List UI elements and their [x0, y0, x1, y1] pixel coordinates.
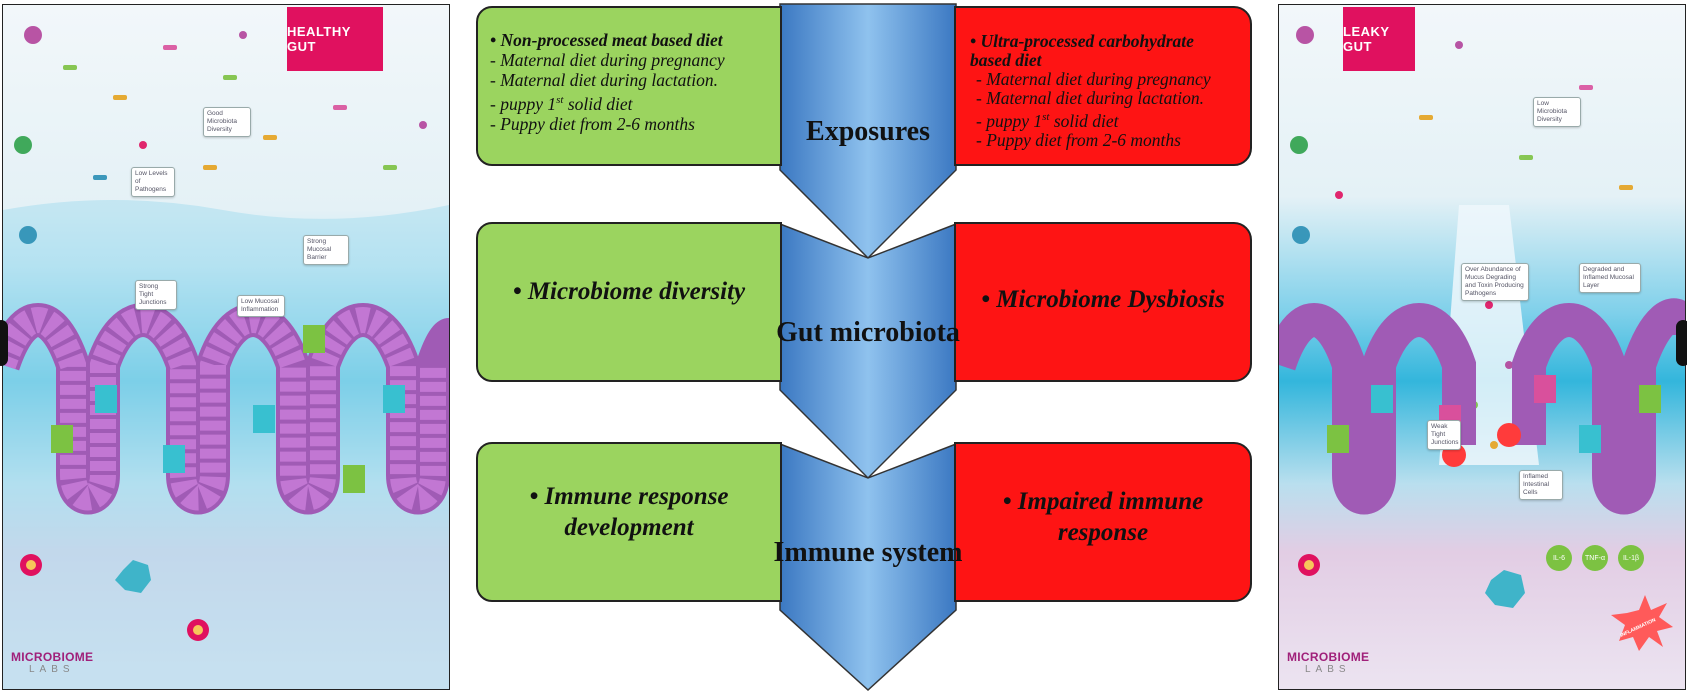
microbiome-labs-logo: MICROBIOME LABS — [11, 650, 93, 675]
unhealthy-microbiota-text: • Microbiome Dysbiosis — [981, 285, 1225, 313]
healthy-exposure-item: - Maternal diet during lactation. — [490, 70, 718, 90]
callout-inflamed-cells: Inflamed Intestinal Cells — [1519, 470, 1563, 500]
callout-degraded-layer: Degraded and Inflamed Mucosal Layer — [1579, 263, 1641, 293]
callout-low-pathogens: Low Levels of Pathogens — [131, 167, 175, 197]
cytokine-tnf-label: TNF-α — [1585, 554, 1605, 562]
right-nav-handle[interactable] — [1676, 320, 1687, 366]
label-immune-system: Immune system — [773, 537, 963, 568]
healthy-immune-box: • Immune response development — [476, 442, 782, 602]
chevron-immune-system — [779, 442, 957, 692]
unhealthy-exposures-list: - Maternal diet during pregnancy - Mater… — [970, 70, 1250, 150]
logo-sub-text: LABS — [29, 664, 75, 675]
cytokine-il6: IL-6 — [1546, 545, 1572, 571]
healthy-microbiota-text: • Microbiome diversity — [512, 277, 746, 305]
healthy-exposures-list: - Maternal diet during pregnancy - Mater… — [490, 50, 780, 134]
unhealthy-immune-text: • Impaired immune response — [1002, 488, 1204, 546]
healthy-exposure-item: - puppy 1st solid diet — [490, 93, 633, 114]
healthy-item-text: Puppy diet from 2-6 months — [500, 113, 695, 134]
healthy-microbiota-box: • Microbiome diversity — [476, 222, 782, 382]
unhealthy-exposure-item: - Maternal diet during pregnancy — [976, 69, 1211, 89]
logo-main-text-right: MICROBIOME — [1287, 650, 1370, 664]
unhealthy-item-text: puppy 1st solid diet — [986, 110, 1119, 131]
ordinal-suffix: st — [556, 94, 564, 106]
cytokine-il1b: IL-1β — [1618, 545, 1644, 571]
healthy-exposures-box: • Non-processed meat based diet - Matern… — [476, 6, 782, 166]
cytokine-il1b-label: IL-1β — [1622, 554, 1640, 562]
cytokine-tnf: TNF-α — [1582, 545, 1608, 571]
unhealthy-item-text: Maternal diet during pregnancy — [986, 69, 1211, 89]
healthy-gut-illustration: HEALTHY GUT Good Microbiota Diversity Lo… — [2, 4, 450, 690]
healthy-item-text: Maternal diet during pregnancy — [500, 50, 725, 70]
callout-low-inflammation: Low Mucosal Inflammation — [237, 295, 285, 317]
label-exposures: Exposures — [806, 116, 930, 147]
logo-main-text: MICROBIOME — [11, 650, 94, 664]
unhealthy-exposures-title: • Ultra-processed carbohydrate based die… — [970, 31, 1194, 70]
leaky-gut-illustration: LEAKY GUT Low Microbiota Diversity Over … — [1278, 4, 1686, 690]
unhealthy-item-text: Puppy diet from 2-6 months — [986, 129, 1181, 150]
microbiome-labs-logo-right: MICROBIOME LABS — [1287, 650, 1369, 675]
healthy-item-text: puppy 1st solid diet — [500, 93, 633, 114]
label-gut-microbiota: Gut microbiota — [776, 317, 960, 348]
unhealthy-title-text: Ultra-processed carbohydrate based diet — [970, 31, 1194, 70]
callout-strong-barrier: Strong Mucosal Barrier — [303, 235, 349, 265]
unhealthy-microbiota-box: • Microbiome Dysbiosis — [954, 222, 1252, 382]
healthy-item-text: Maternal diet during lactation. — [500, 70, 718, 90]
left-nav-handle[interactable] — [0, 320, 8, 366]
ordinal-suffix: st — [1042, 111, 1050, 123]
callout-weak-junctions: Weak Tight Junctions — [1427, 420, 1461, 450]
healthy-immune-text: • Immune response development — [529, 483, 729, 541]
callout-strong-junctions: Strong Tight Junctions — [135, 280, 177, 310]
callout-good-diversity: Good Microbiota Diversity — [203, 107, 251, 137]
unhealthy-item-text: Maternal diet during lactation. — [986, 88, 1204, 108]
healthy-exposure-item: - Puppy diet from 2-6 months — [490, 113, 695, 134]
logo-sub-text-right: LABS — [1305, 664, 1351, 675]
callout-low-diversity: Low Microbiota Diversity — [1533, 97, 1581, 127]
cytokine-il6-label: IL-6 — [1552, 554, 1566, 562]
unhealthy-exposures-box: • Ultra-processed carbohydrate based die… — [954, 6, 1252, 166]
unhealthy-exposure-item: - Puppy diet from 2-6 months — [976, 129, 1181, 150]
healthy-title-text: Non-processed meat based diet — [500, 30, 723, 50]
leaky-gut-badge: LEAKY GUT — [1343, 7, 1415, 71]
callout-pathogen-overabundance: Over Abundance of Mucus Degrading and To… — [1461, 263, 1529, 301]
healthy-exposures-title: • Non-processed meat based diet — [490, 30, 723, 50]
unhealthy-exposure-item: - puppy 1st solid diet — [976, 110, 1119, 131]
healthy-gut-badge: HEALTHY GUT — [287, 7, 383, 71]
unhealthy-immune-box: • Impaired immune response — [954, 442, 1252, 602]
chevron-gut-microbiota — [779, 222, 957, 480]
healthy-exposure-item: - Maternal diet during pregnancy — [490, 50, 725, 70]
unhealthy-exposure-item: - Maternal diet during lactation. — [976, 88, 1204, 108]
